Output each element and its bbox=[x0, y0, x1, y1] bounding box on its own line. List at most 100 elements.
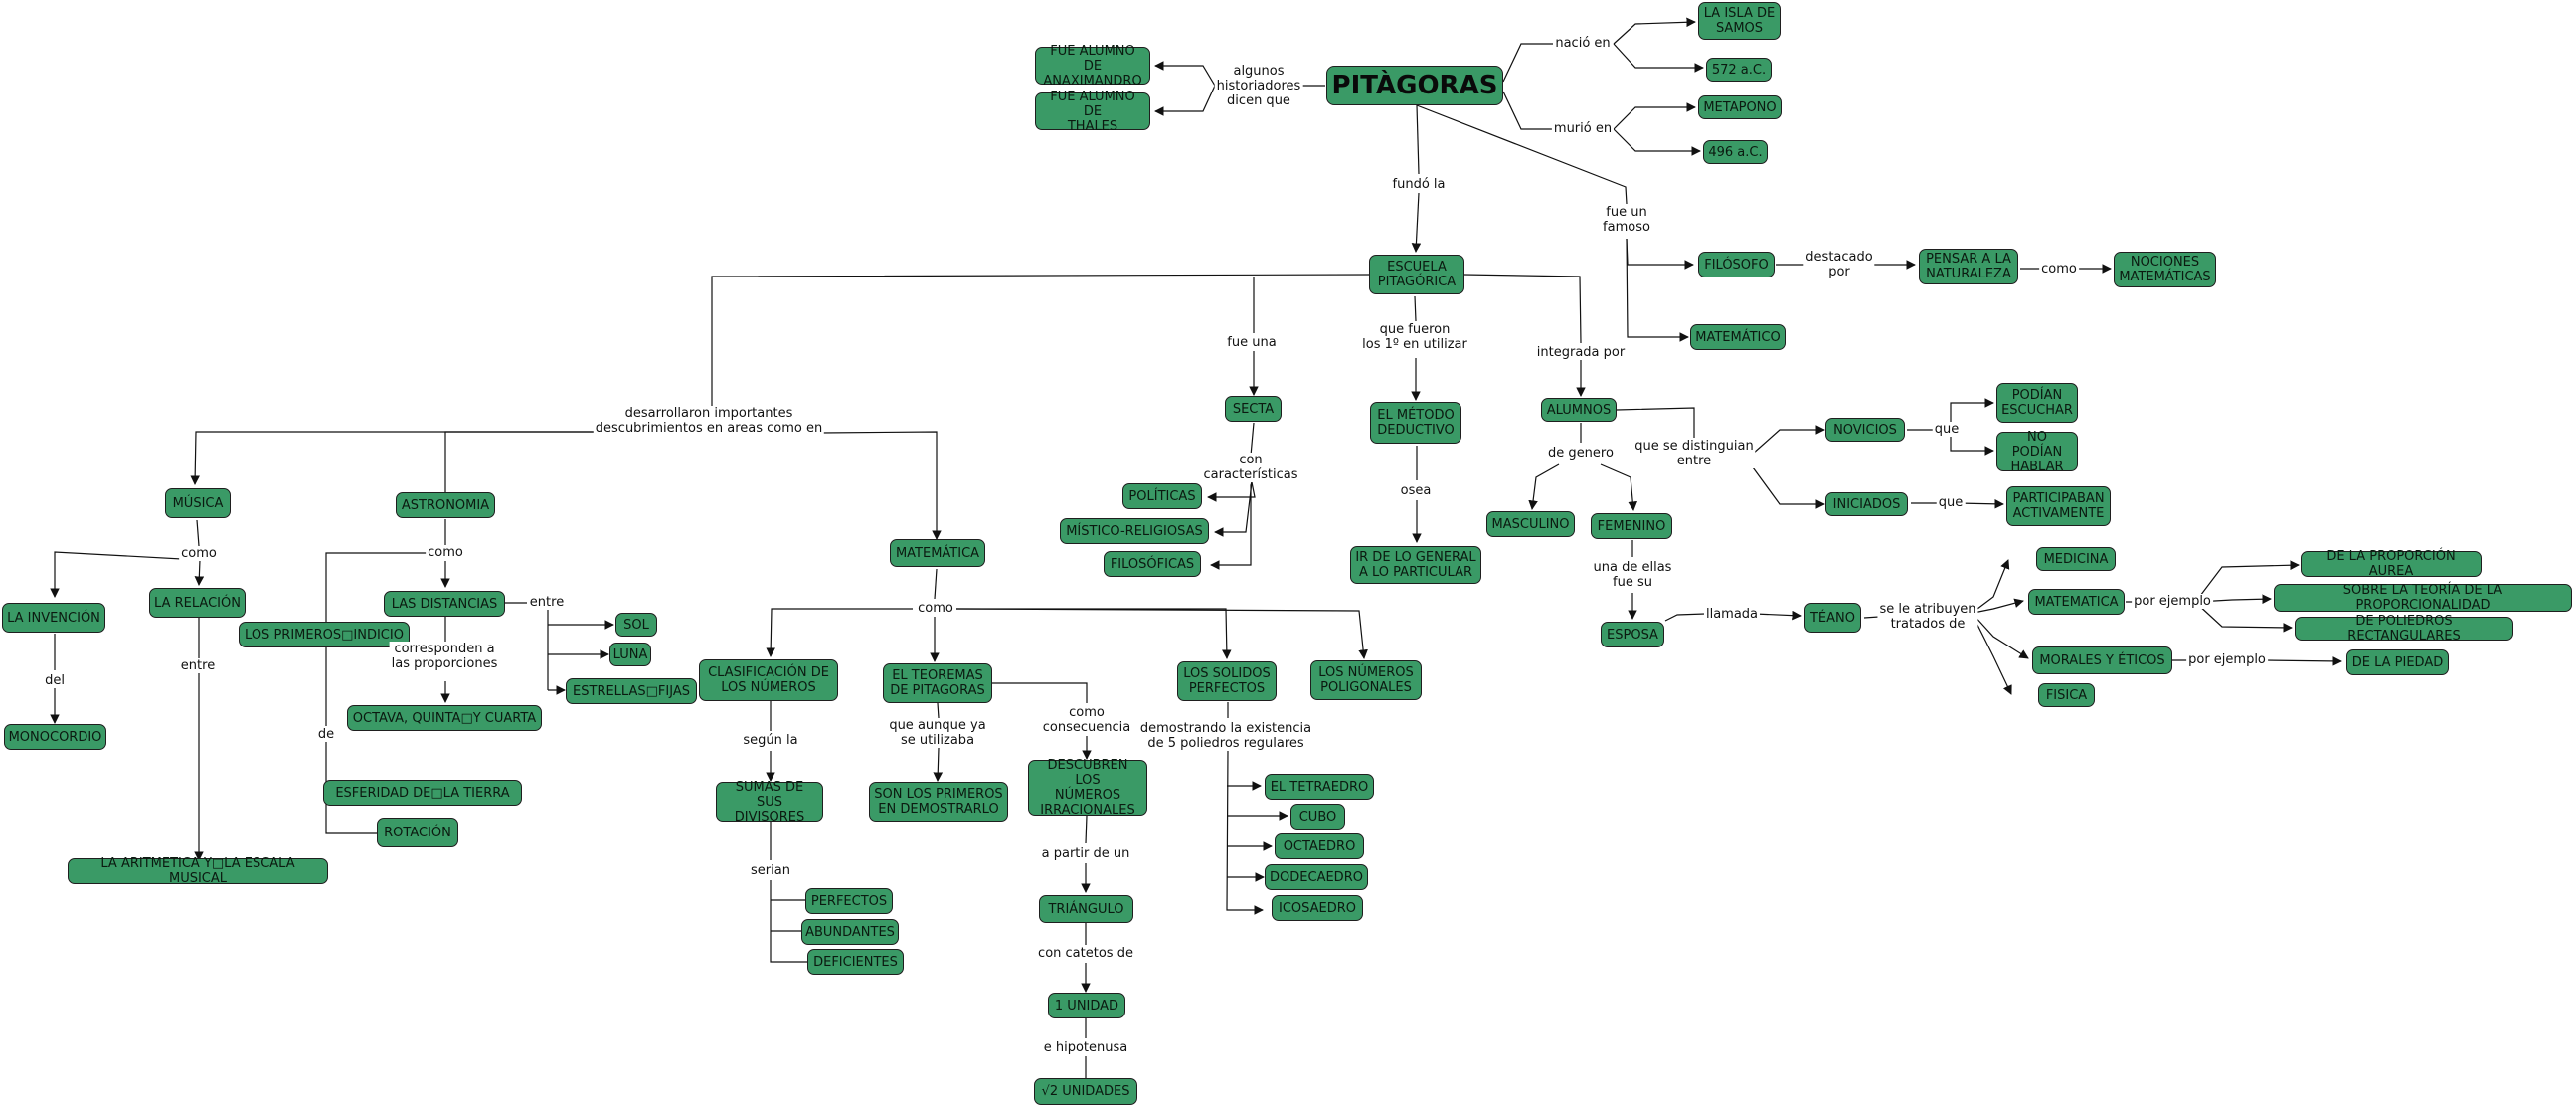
concept-node-participaban[interactable]: PARTICIPABAN ACTIVAMENTE bbox=[2006, 486, 2111, 526]
link-label-corresponden: corresponden a las proporciones bbox=[389, 642, 500, 671]
link-label-entre-dist: entre bbox=[527, 595, 567, 610]
concept-node-poligonales[interactable]: LOS NÚMEROS POLIGONALES bbox=[1310, 660, 1422, 700]
link-label-como-nat: como bbox=[2039, 262, 2079, 277]
concept-node-invencion[interactable]: LA INVENCIÓN bbox=[2, 603, 105, 633]
link-label-aunque: que aunque ya se utilizaba bbox=[887, 718, 988, 748]
concept-node-sol[interactable]: SOL bbox=[615, 613, 657, 637]
concept-node-iniciados[interactable]: INICIADOS bbox=[1825, 492, 1908, 516]
concept-node-unidad[interactable]: 1 UNIDAD bbox=[1048, 993, 1125, 1018]
concept-node-general[interactable]: IR DE LO GENERAL A LO PARTICULAR bbox=[1350, 546, 1481, 584]
link-label-murio: murió en bbox=[1551, 121, 1615, 136]
link-label-una-de-ellas: una de ellas fue su bbox=[1591, 560, 1674, 590]
link-label-atribuyen: se le atribuyen tratados de bbox=[1877, 602, 1978, 632]
concept-node-novicios[interactable]: NOVICIOS bbox=[1825, 418, 1905, 442]
concept-node-abundantes[interactable]: ABUNDANTES bbox=[801, 919, 899, 945]
concept-node-clasificacion[interactable]: CLASIFICACIÓN DE LOS NÚMEROS bbox=[699, 659, 838, 701]
concept-node-astronomia[interactable]: ASTRONOMIA bbox=[396, 492, 495, 518]
concept-node-triangulo[interactable]: TRIÁNGULO bbox=[1039, 895, 1133, 923]
link-label-desarrollaron: desarrollaron importantes descubrimiento… bbox=[593, 406, 825, 436]
concept-node-monocordio[interactable]: MONOCORDIO bbox=[4, 724, 106, 750]
link-label-consecuencia: como consecuencia bbox=[1040, 705, 1133, 735]
concept-node-sumas[interactable]: SUMAS DE SUS DIVISORES bbox=[716, 780, 823, 825]
concept-node-pensar[interactable]: PENSAR A LA NATURALEZA bbox=[1919, 249, 2018, 284]
link-label-segun: según la bbox=[741, 733, 800, 748]
concept-node-estrellas[interactable]: ESTRELLAS□FIJAS bbox=[566, 678, 697, 704]
concept-node-teano[interactable]: TÉANO bbox=[1804, 603, 1861, 633]
concept-node-matematico[interactable]: MATEMÁTICO bbox=[1690, 324, 1786, 350]
concept-node-filosofo[interactable]: FILÓSOFO bbox=[1698, 252, 1775, 277]
concept-node-distancias[interactable]: LAS DISTANCIAS bbox=[384, 591, 505, 617]
link-label-de-astro: de bbox=[315, 727, 337, 742]
link-label-nacio: nació en bbox=[1553, 36, 1613, 51]
concept-node-matematica[interactable]: MATEMÁTICA bbox=[890, 539, 985, 567]
link-label-como-astro: como bbox=[426, 545, 465, 560]
concept-node-piedad[interactable]: DE LA PIEDAD bbox=[2346, 649, 2449, 675]
concept-node-pitagoras[interactable]: PITÀGORAS bbox=[1326, 66, 1503, 105]
concept-node-perfectos[interactable]: PERFECTOS bbox=[805, 888, 893, 914]
concept-node-politicas[interactable]: POLÍTICAS bbox=[1122, 483, 1202, 509]
link-label-del: del bbox=[43, 673, 67, 688]
concept-node-alumnos[interactable]: ALUMNOS bbox=[1541, 398, 1617, 422]
concept-node-aritmetica[interactable]: LA ARITMETICA Y□LA ESCALA MUSICAL bbox=[68, 856, 328, 886]
link-label-entre-rel: entre bbox=[178, 658, 218, 673]
link-label-catetos: con catetos de bbox=[1036, 946, 1135, 961]
concept-node-femenino[interactable]: FEMENINO bbox=[1591, 513, 1672, 539]
concept-node-primeros-demostrarlo[interactable]: SON LOS PRIMEROS EN DEMOSTRARLO bbox=[869, 782, 1008, 822]
concept-node-mistico[interactable]: MÍSTICO-RELIGIOSAS bbox=[1060, 518, 1209, 544]
link-label-fundo: fundó la bbox=[1390, 177, 1448, 192]
concept-node-poliedros-rect[interactable]: DE POLIEDROS RECTANGULARES bbox=[2295, 614, 2513, 644]
link-label-demostrando: demostrando la existencia de 5 poliedros… bbox=[1137, 721, 1314, 751]
concept-node-podian[interactable]: PODÍAN ESCUCHAR bbox=[1996, 383, 2078, 423]
concept-node-irracionales[interactable]: DESCUBREN LOS NÚMEROS IRRACIONALES bbox=[1028, 758, 1147, 818]
concept-node-thales[interactable]: FUE ALUMNO DE THALES bbox=[1035, 90, 1150, 134]
concept-node-octaedro[interactable]: OCTAEDRO bbox=[1275, 833, 1364, 859]
concept-node-metaponto[interactable]: METAPONO bbox=[1698, 95, 1782, 119]
link-label-por-ejemplo2: por ejemplo bbox=[2186, 652, 2268, 667]
concept-node-anaximandro[interactable]: FUE ALUMNO DE ANAXIMANDRO bbox=[1035, 44, 1150, 89]
concept-node-metodo[interactable]: EL MÉTODO DEDUCTIVO bbox=[1370, 402, 1461, 444]
concept-node-teorema[interactable]: EL TEOREMAS DE PITAGORAS bbox=[883, 663, 992, 703]
concept-node-musica[interactable]: MÚSICA bbox=[165, 488, 231, 518]
concept-node-cubo[interactable]: CUBO bbox=[1290, 804, 1345, 830]
concept-node-solidos[interactable]: LOS SOLIDOS PERFECTOS bbox=[1177, 661, 1277, 701]
concept-node-rotacion[interactable]: ROTACIÓN bbox=[377, 818, 458, 847]
link-label-fue-famoso: fue un famoso bbox=[1601, 205, 1652, 235]
concept-node-tetraedro[interactable]: EL TETRAEDRO bbox=[1265, 774, 1374, 800]
link-label-distinguian: que se distinguian entre bbox=[1632, 439, 1756, 468]
concept-node-proporcion-aurea[interactable]: DE LA PROPORCIÓN AUREA bbox=[2301, 549, 2482, 579]
concept-node-morales[interactable]: MORALES Y ÉTICOS bbox=[2032, 646, 2172, 674]
concept-node-n496[interactable]: 496 a.C. bbox=[1703, 140, 1768, 164]
concept-node-no-podian[interactable]: NO PODÍAN HABLAR bbox=[1996, 430, 2078, 474]
concept-node-filosoficas[interactable]: FILOSÓFICAS bbox=[1104, 551, 1201, 577]
concept-node-esfericidad[interactable]: ESFERIDAD DE□LA TIERRA bbox=[323, 780, 522, 806]
link-label-como-mat: como bbox=[916, 601, 955, 616]
concept-node-esposa[interactable]: ESPOSA bbox=[1601, 622, 1664, 647]
concept-node-masculino[interactable]: MASCULINO bbox=[1486, 511, 1575, 537]
concept-node-icosaedro[interactable]: ICOSAEDRO bbox=[1272, 895, 1363, 921]
concept-node-nociones[interactable]: NOCIONES MATEMÁTICAS bbox=[2114, 252, 2216, 287]
link-label-partir: a partir de un bbox=[1039, 846, 1132, 861]
link-label-destacado: destacado por bbox=[1803, 250, 1875, 279]
concept-node-secta[interactable]: SECTA bbox=[1225, 396, 1282, 422]
concept-node-raiz2[interactable]: √2 UNIDADES bbox=[1034, 1078, 1137, 1105]
link-label-que-fueron: que fueron los 1º en utilizar bbox=[1360, 322, 1469, 352]
concept-node-fisica[interactable]: FISICA bbox=[2038, 683, 2095, 707]
concept-node-luna[interactable]: LUNA bbox=[609, 643, 651, 666]
link-label-fue-una: fue una bbox=[1225, 335, 1279, 350]
concept-node-matematica-t[interactable]: MATEMATICA bbox=[2028, 589, 2125, 615]
concept-node-teoria-prop[interactable]: SOBRE LA TEORÍA DE LA PROPORCIONALIDAD bbox=[2274, 583, 2572, 613]
concept-node-n572[interactable]: 572 a.C. bbox=[1706, 58, 1772, 82]
link-label-hipotenusa: e hipotenusa bbox=[1041, 1040, 1130, 1055]
concept-node-primeros-indicio[interactable]: LOS PRIMEROS□INDICIO bbox=[239, 622, 410, 647]
link-label-como-musica: como bbox=[179, 546, 219, 561]
concept-node-medicina[interactable]: MEDICINA bbox=[2036, 547, 2116, 571]
concept-node-relacion[interactable]: LA RELACIÓN bbox=[149, 588, 246, 618]
concept-node-isla-samos[interactable]: LA ISLA DE SAMOS bbox=[1698, 2, 1781, 40]
concept-node-octava[interactable]: OCTAVA, QUINTA□Y CUARTA bbox=[347, 705, 542, 731]
concept-node-dodecaedro[interactable]: DODECAEDRO bbox=[1265, 864, 1368, 890]
link-label-osea: osea bbox=[1398, 483, 1434, 498]
concept-node-deficientes[interactable]: DEFICIENTES bbox=[807, 949, 904, 975]
concept-node-escuela[interactable]: ESCUELA PITAGÓRICA bbox=[1369, 255, 1464, 294]
